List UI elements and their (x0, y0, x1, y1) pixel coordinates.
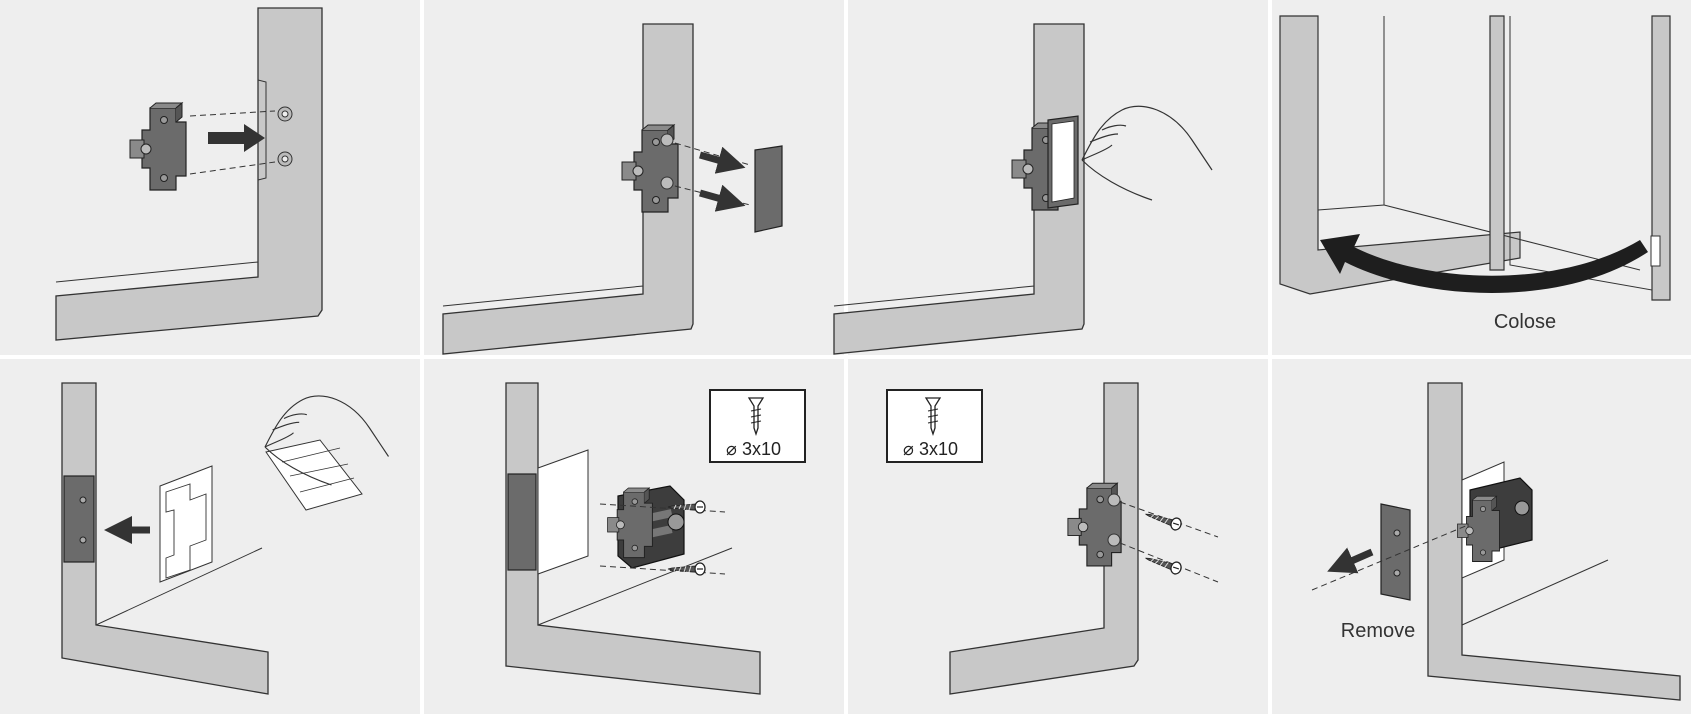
step-3-panel (833, 0, 1268, 355)
diameter-symbol: ⌀ (726, 439, 737, 459)
screw-size-label: 3x10 (742, 439, 781, 459)
remove-label: Remove (1341, 620, 1415, 642)
arrow-icon (208, 124, 265, 152)
step-6-panel: 3x10 ⌀ (424, 359, 844, 714)
strike-plate-icon (754, 145, 783, 233)
step-7-panel: 3x10 ⌀ (848, 359, 1268, 714)
screw-size-callout: 3x10 ⌀ (886, 389, 983, 463)
step-1-panel (0, 0, 420, 355)
step-8-panel: Remove (1272, 359, 1691, 714)
strike-plate-icon (63, 475, 95, 563)
step-5-panel (0, 359, 420, 714)
strike-plate-icon (1380, 503, 1411, 601)
step-4-panel: Colose (1272, 0, 1691, 355)
step-2-panel (424, 0, 844, 355)
screw-size-label: 3x10 (919, 439, 958, 459)
close-label: Colose (1494, 311, 1556, 333)
diameter-symbol: ⌀ (903, 439, 914, 459)
screw-size-callout: 3x10 ⌀ (709, 389, 806, 463)
curved-arrow-icon (1320, 234, 1648, 293)
